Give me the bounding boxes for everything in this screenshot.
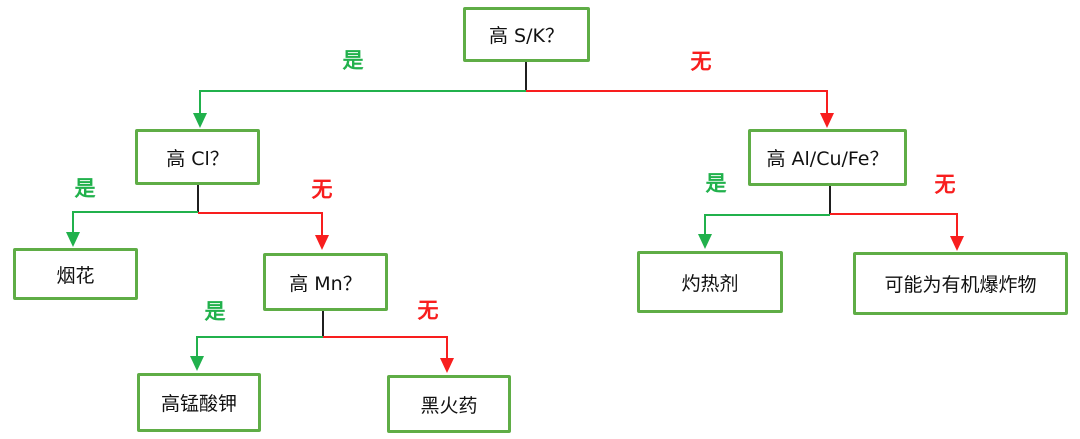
edge-high-sk-no-line (526, 90, 834, 128)
node-high-sk: 高 S/K？ (463, 7, 590, 62)
edge-high-sk-yes-line (193, 90, 526, 128)
edge-label-high-mn-no: 无 (417, 298, 439, 323)
edge-label-high-alcufe-yes: 是 (705, 171, 727, 196)
edge-high-mn-no-line (323, 336, 454, 373)
node-fireworks: 烟花 (13, 248, 138, 300)
edge-label-high-sk-no: 无 (690, 49, 712, 74)
edge-label-high-cl-yes: 是 (74, 176, 96, 201)
node-high-mn: 高 Mn？ (263, 253, 388, 311)
node-black-powder: 黑火药 (387, 375, 511, 433)
node-high-cl: 高 Cl？ (135, 129, 260, 185)
node-possible-organic-explosive: 可能为有机爆炸物 (853, 252, 1068, 315)
node-thermite-agent: 灼热剂 (637, 251, 783, 313)
edge-high-alcufe-yes-line (698, 214, 830, 249)
edge-label-high-mn-yes: 是 (204, 299, 226, 324)
edge-label-high-sk-yes: 是 (342, 48, 364, 73)
edge-high-cl-yes-line (66, 211, 198, 247)
edge-high-mn-yes-line (190, 336, 323, 371)
edge-label-high-alcufe-no: 无 (934, 172, 956, 197)
edge-label-high-cl-no: 无 (311, 177, 333, 202)
node-high-alcufe: 高 Al/Cu/Fe？ (748, 129, 907, 186)
edge-high-alcufe-no-line (830, 213, 964, 251)
edge-high-cl-no-line (198, 212, 329, 250)
node-potassium-permanganate: 高锰酸钾 (137, 373, 261, 432)
